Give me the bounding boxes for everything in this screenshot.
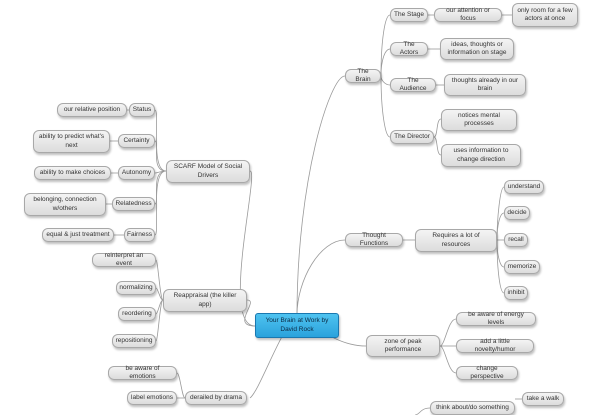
topic-energy-levels[interactable]: be aware of energy levels — [456, 311, 536, 326]
topic-novelty-humor[interactable]: add a little novelty/humor — [456, 338, 534, 353]
topic-requires-resources[interactable]: Requires a lot of resources — [415, 229, 497, 252]
topic-stage-attention[interactable]: our attention or focus — [434, 7, 502, 22]
topic-fairness-desc[interactable]: equal & just treatment — [42, 228, 114, 242]
topic-certainty[interactable]: Certainty — [118, 134, 155, 148]
topic-take-a-walk[interactable]: take a walk — [522, 392, 564, 406]
topic-aware-emotions[interactable]: be aware of emotions — [108, 365, 177, 380]
topic-stage-actors-room[interactable]: only room for a few actors at once — [512, 3, 578, 27]
topic-status[interactable]: Status — [129, 103, 155, 117]
topic-scarf-model[interactable]: SCARF Model of Social Drivers — [166, 160, 250, 183]
topic-the-actors[interactable]: The Actors — [390, 41, 428, 56]
topic-thought-functions[interactable]: Thought Functions — [345, 232, 403, 247]
topic-fairness[interactable]: Fairness — [124, 228, 155, 242]
topic-autonomy-desc[interactable]: ability to make choices — [34, 166, 111, 180]
topic-repositioning[interactable]: repositioning — [112, 334, 156, 348]
topic-understand[interactable]: understand — [504, 180, 544, 194]
topic-certainty-desc[interactable]: ability to predict what's next — [33, 130, 110, 153]
topic-zone-peak-performance[interactable]: zone of peak performance — [366, 335, 440, 357]
topic-label-emotions[interactable]: label emotions — [127, 391, 177, 405]
topic-normalizing[interactable]: normalizing — [116, 281, 156, 295]
topic-inhibit[interactable]: inhibit — [504, 286, 528, 300]
topic-actors-ideas[interactable]: ideas, thoughts or information on stage — [440, 38, 514, 60]
topic-reordering[interactable]: reordering — [118, 307, 156, 321]
topic-the-audience[interactable]: The Audience — [390, 77, 436, 92]
topic-memorize[interactable]: memorize — [504, 260, 540, 274]
topic-the-brain[interactable]: The Brain — [345, 68, 381, 83]
topic-relatedness-desc[interactable]: belonging, connection w/others — [24, 193, 106, 216]
topic-the-stage[interactable]: The Stage — [390, 8, 428, 22]
topic-derailed-by-drama[interactable]: derailed by drama — [185, 391, 247, 405]
topic-reinterpret-event[interactable]: reinterpret an event — [92, 252, 156, 267]
topic-the-director[interactable]: The Director — [390, 130, 434, 144]
topic-director-uses-info[interactable]: uses information to change direction — [441, 144, 521, 167]
topic-decide[interactable]: decide — [504, 206, 530, 220]
topic-think-do-something[interactable]: think about/do something — [430, 401, 515, 415]
topic-director-notices[interactable]: notices mental processes — [441, 109, 517, 131]
topic-change-perspective[interactable]: change perspective — [456, 365, 518, 380]
topic-autonomy[interactable]: Autonomy — [118, 166, 155, 180]
central-topic[interactable]: Your Brain at Work by David Rock — [255, 313, 339, 338]
topic-audience-thoughts[interactable]: thoughts already in our brain — [444, 74, 526, 96]
topic-recall[interactable]: recall — [504, 233, 528, 247]
topic-relatedness[interactable]: Relatedness — [112, 197, 155, 211]
topic-status-desc[interactable]: our relative position — [57, 103, 127, 117]
topic-reappraisal[interactable]: Reappraisal (the killer app) — [163, 289, 247, 312]
